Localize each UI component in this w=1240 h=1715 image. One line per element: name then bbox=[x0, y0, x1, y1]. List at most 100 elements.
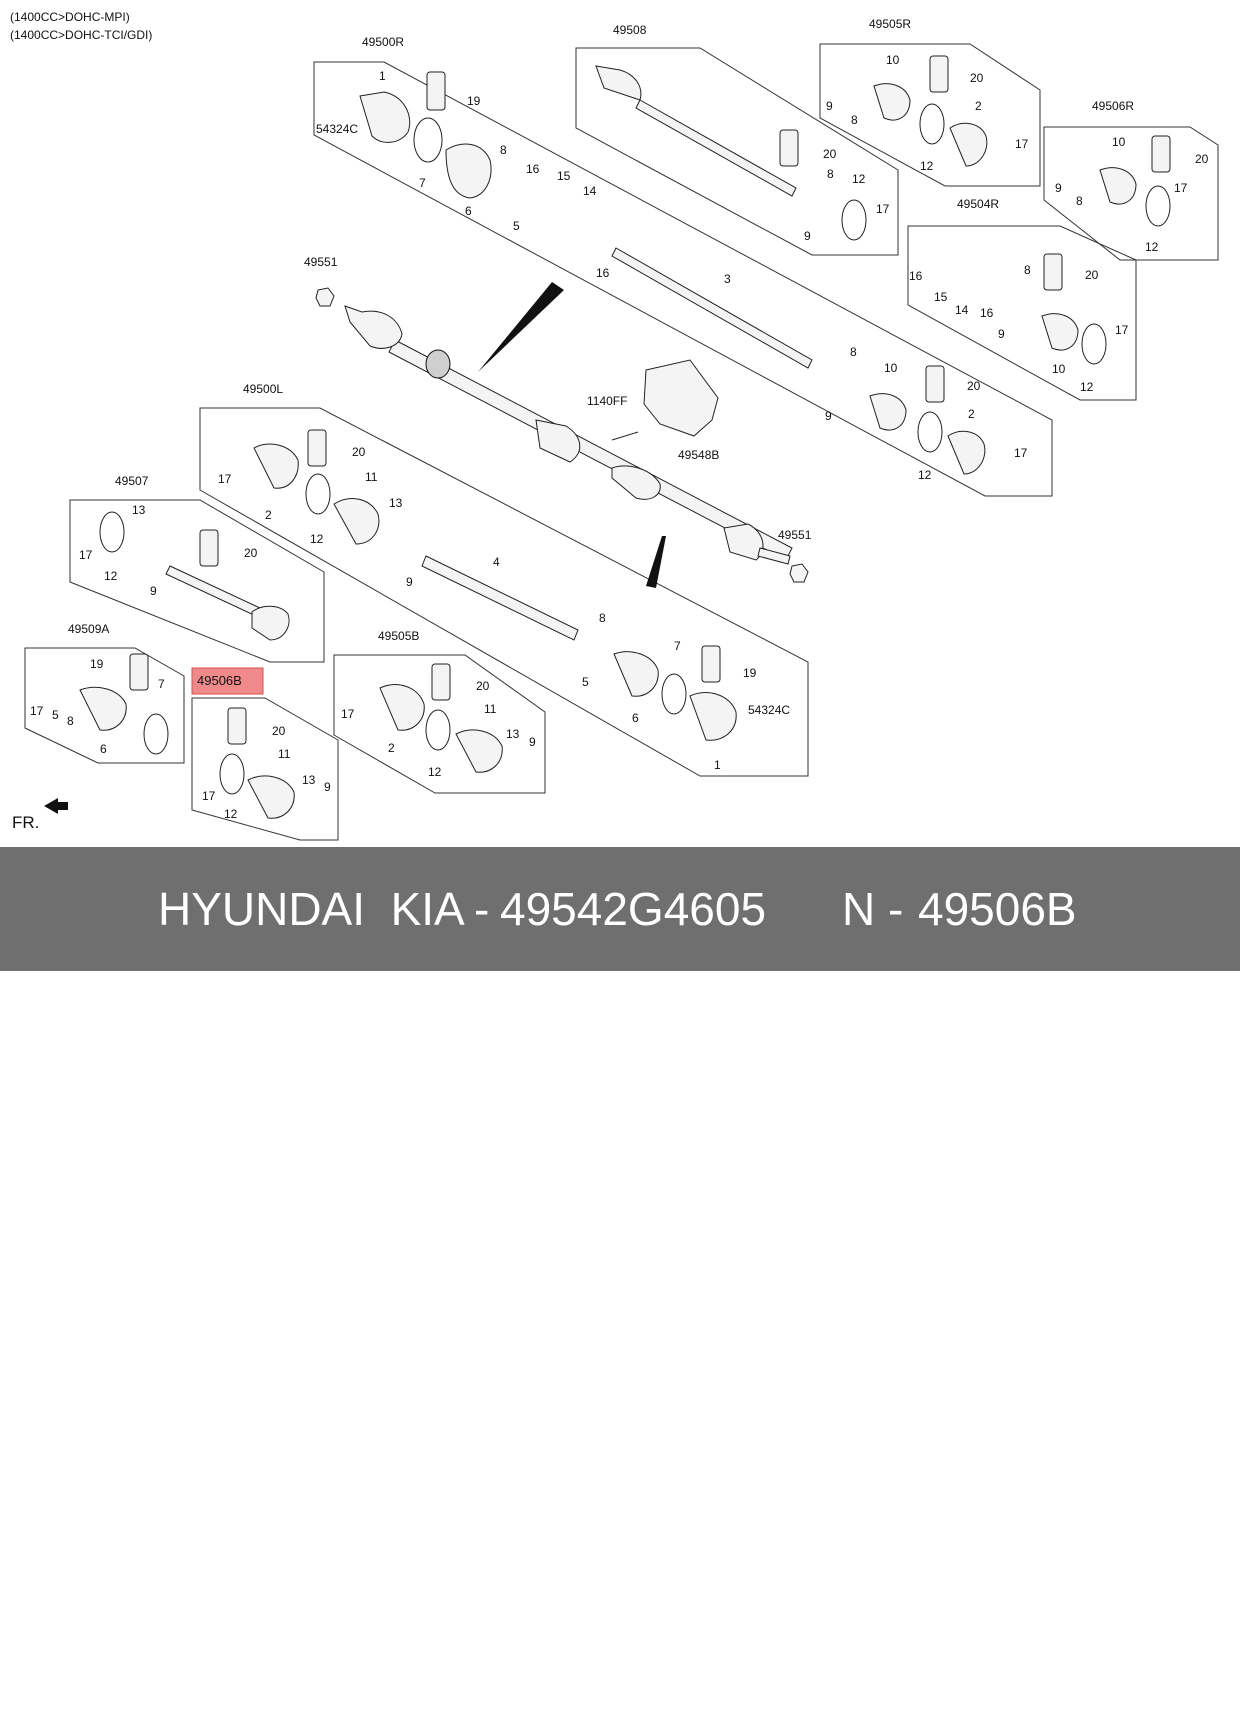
callout-label[interactable]: 20 bbox=[823, 147, 837, 161]
callout-label[interactable]: 8 bbox=[599, 611, 606, 625]
callout-label[interactable]: 10 bbox=[884, 361, 898, 375]
callout-label[interactable]: 19 bbox=[743, 666, 757, 680]
callout-label[interactable]: 8 bbox=[827, 167, 834, 181]
callout-label[interactable]: 15 bbox=[557, 169, 571, 183]
callout-label[interactable]: 20 bbox=[1195, 152, 1209, 166]
callout-label[interactable]: 9 bbox=[406, 575, 413, 589]
callout-label[interactable]: 12 bbox=[852, 172, 866, 186]
callout-label[interactable]: 1 bbox=[714, 758, 721, 772]
callout-label[interactable]: 17 bbox=[202, 789, 216, 803]
callout-label[interactable]: 54324C bbox=[748, 703, 790, 717]
callout-label[interactable]: 9 bbox=[804, 229, 811, 243]
callout-label[interactable]: 20 bbox=[476, 679, 490, 693]
callout-label[interactable]: 49508 bbox=[613, 23, 647, 37]
callout-label[interactable]: 15 bbox=[934, 290, 948, 304]
callout-label[interactable]: 9 bbox=[825, 409, 832, 423]
callout-label[interactable]: 49551 bbox=[304, 255, 338, 269]
callout-label[interactable]: 6 bbox=[100, 742, 107, 756]
callout-label[interactable]: 17 bbox=[30, 704, 44, 718]
callout-label[interactable]: 3 bbox=[724, 272, 731, 286]
callout-label[interactable]: 12 bbox=[428, 765, 442, 779]
callout-label[interactable]: 2 bbox=[388, 741, 395, 755]
callout-label[interactable]: 2 bbox=[968, 407, 975, 421]
callout-label[interactable]: 7 bbox=[674, 639, 681, 653]
callout-label[interactable]: 12 bbox=[224, 807, 238, 821]
callout-label[interactable]: 12 bbox=[1145, 240, 1159, 254]
callout-label[interactable]: 49505B bbox=[378, 629, 419, 643]
callout-label[interactable]: 20 bbox=[244, 546, 258, 560]
callout-label[interactable]: 17 bbox=[876, 202, 890, 216]
callout-label[interactable]: 8 bbox=[67, 714, 74, 728]
callout-label[interactable]: 6 bbox=[465, 204, 472, 218]
callout-label[interactable]: 12 bbox=[104, 569, 118, 583]
callout-label[interactable]: 49509A bbox=[68, 622, 109, 636]
callout-label[interactable]: 4 bbox=[493, 555, 500, 569]
callout-label[interactable]: 7 bbox=[419, 176, 426, 190]
callout-label[interactable]: 9 bbox=[324, 780, 331, 794]
callout-label[interactable]: 8 bbox=[500, 143, 507, 157]
callout-label[interactable]: 9 bbox=[529, 735, 536, 749]
callout-label[interactable]: 17 bbox=[1174, 181, 1188, 195]
callout-label[interactable]: 12 bbox=[920, 159, 934, 173]
callout-label[interactable]: 49506R bbox=[1092, 99, 1134, 113]
callout-label[interactable]: 17 bbox=[1115, 323, 1129, 337]
callout-label[interactable]: 11 bbox=[365, 470, 378, 484]
callout-label[interactable]: 16 bbox=[596, 266, 610, 280]
callout-label[interactable]: 20 bbox=[970, 71, 984, 85]
callout-label[interactable]: 8 bbox=[1076, 194, 1083, 208]
callout-label[interactable]: 17 bbox=[341, 707, 355, 721]
callout-label[interactable]: 11 bbox=[278, 747, 291, 761]
callout-label[interactable]: 2 bbox=[975, 99, 982, 113]
callout-label[interactable]: 5 bbox=[52, 708, 59, 722]
callout-label[interactable]: 5 bbox=[582, 675, 589, 689]
callout-label[interactable]: 49506B bbox=[197, 673, 242, 688]
callout-label[interactable]: 49507 bbox=[115, 474, 149, 488]
callout-label[interactable]: 20 bbox=[967, 379, 981, 393]
callout-label[interactable]: 9 bbox=[826, 99, 833, 113]
callout-label[interactable]: 20 bbox=[352, 445, 366, 459]
callout-label[interactable]: 17 bbox=[218, 472, 232, 486]
callout-label[interactable]: 49504R bbox=[957, 197, 999, 211]
callout-label[interactable]: 11 bbox=[484, 702, 497, 716]
callout-label[interactable]: 20 bbox=[1085, 268, 1099, 282]
callout-label[interactable]: 19 bbox=[467, 94, 481, 108]
callout-label[interactable]: 1 bbox=[379, 69, 386, 83]
callout-label[interactable]: 9 bbox=[998, 327, 1005, 341]
callout-label[interactable]: 8 bbox=[850, 345, 857, 359]
callout-label[interactable]: 13 bbox=[506, 727, 520, 741]
callout-label[interactable]: 10 bbox=[1052, 362, 1066, 376]
callout-label[interactable]: 13 bbox=[132, 503, 146, 517]
callout-label[interactable]: 13 bbox=[389, 496, 403, 510]
callout-label[interactable]: 8 bbox=[1024, 263, 1031, 277]
callout-label[interactable]: 8 bbox=[851, 113, 858, 127]
callout-label[interactable]: 12 bbox=[918, 468, 932, 482]
callout-label[interactable]: 17 bbox=[1014, 446, 1028, 460]
callout-label[interactable]: 14 bbox=[955, 303, 969, 317]
callout-label[interactable]: 9 bbox=[1055, 181, 1062, 195]
callout-label[interactable]: 49505R bbox=[869, 17, 911, 31]
callout-label[interactable]: 54324C bbox=[316, 122, 358, 136]
callout-label[interactable]: 49500R bbox=[362, 35, 404, 49]
callout-label[interactable]: 1140FF bbox=[587, 394, 627, 408]
callout-label[interactable]: 2 bbox=[265, 508, 272, 522]
callout-label[interactable]: 14 bbox=[583, 184, 597, 198]
callout-label[interactable]: 49500L bbox=[243, 382, 283, 396]
callout-label[interactable]: 19 bbox=[90, 657, 104, 671]
callout-label[interactable]: 13 bbox=[302, 773, 316, 787]
callout-label[interactable]: 9 bbox=[150, 584, 157, 598]
callout-label[interactable]: 10 bbox=[886, 53, 900, 67]
callout-label[interactable]: 16 bbox=[980, 306, 994, 320]
callout-label[interactable]: 49548B bbox=[678, 448, 719, 462]
callout-label[interactable]: 12 bbox=[1080, 380, 1094, 394]
callout-label[interactable]: 7 bbox=[158, 677, 165, 691]
callout-label[interactable]: 17 bbox=[1015, 137, 1029, 151]
callout-label[interactable]: 16 bbox=[909, 269, 923, 283]
callout-label[interactable]: 5 bbox=[513, 219, 520, 233]
callout-label[interactable]: 16 bbox=[526, 162, 540, 176]
callout-label[interactable]: 49551 bbox=[778, 528, 812, 542]
callout-label[interactable]: 10 bbox=[1112, 135, 1126, 149]
callout-label[interactable]: 12 bbox=[310, 532, 324, 546]
callout-label[interactable]: 20 bbox=[272, 724, 286, 738]
callout-label[interactable]: 6 bbox=[632, 711, 639, 725]
callout-label[interactable]: 17 bbox=[79, 548, 93, 562]
